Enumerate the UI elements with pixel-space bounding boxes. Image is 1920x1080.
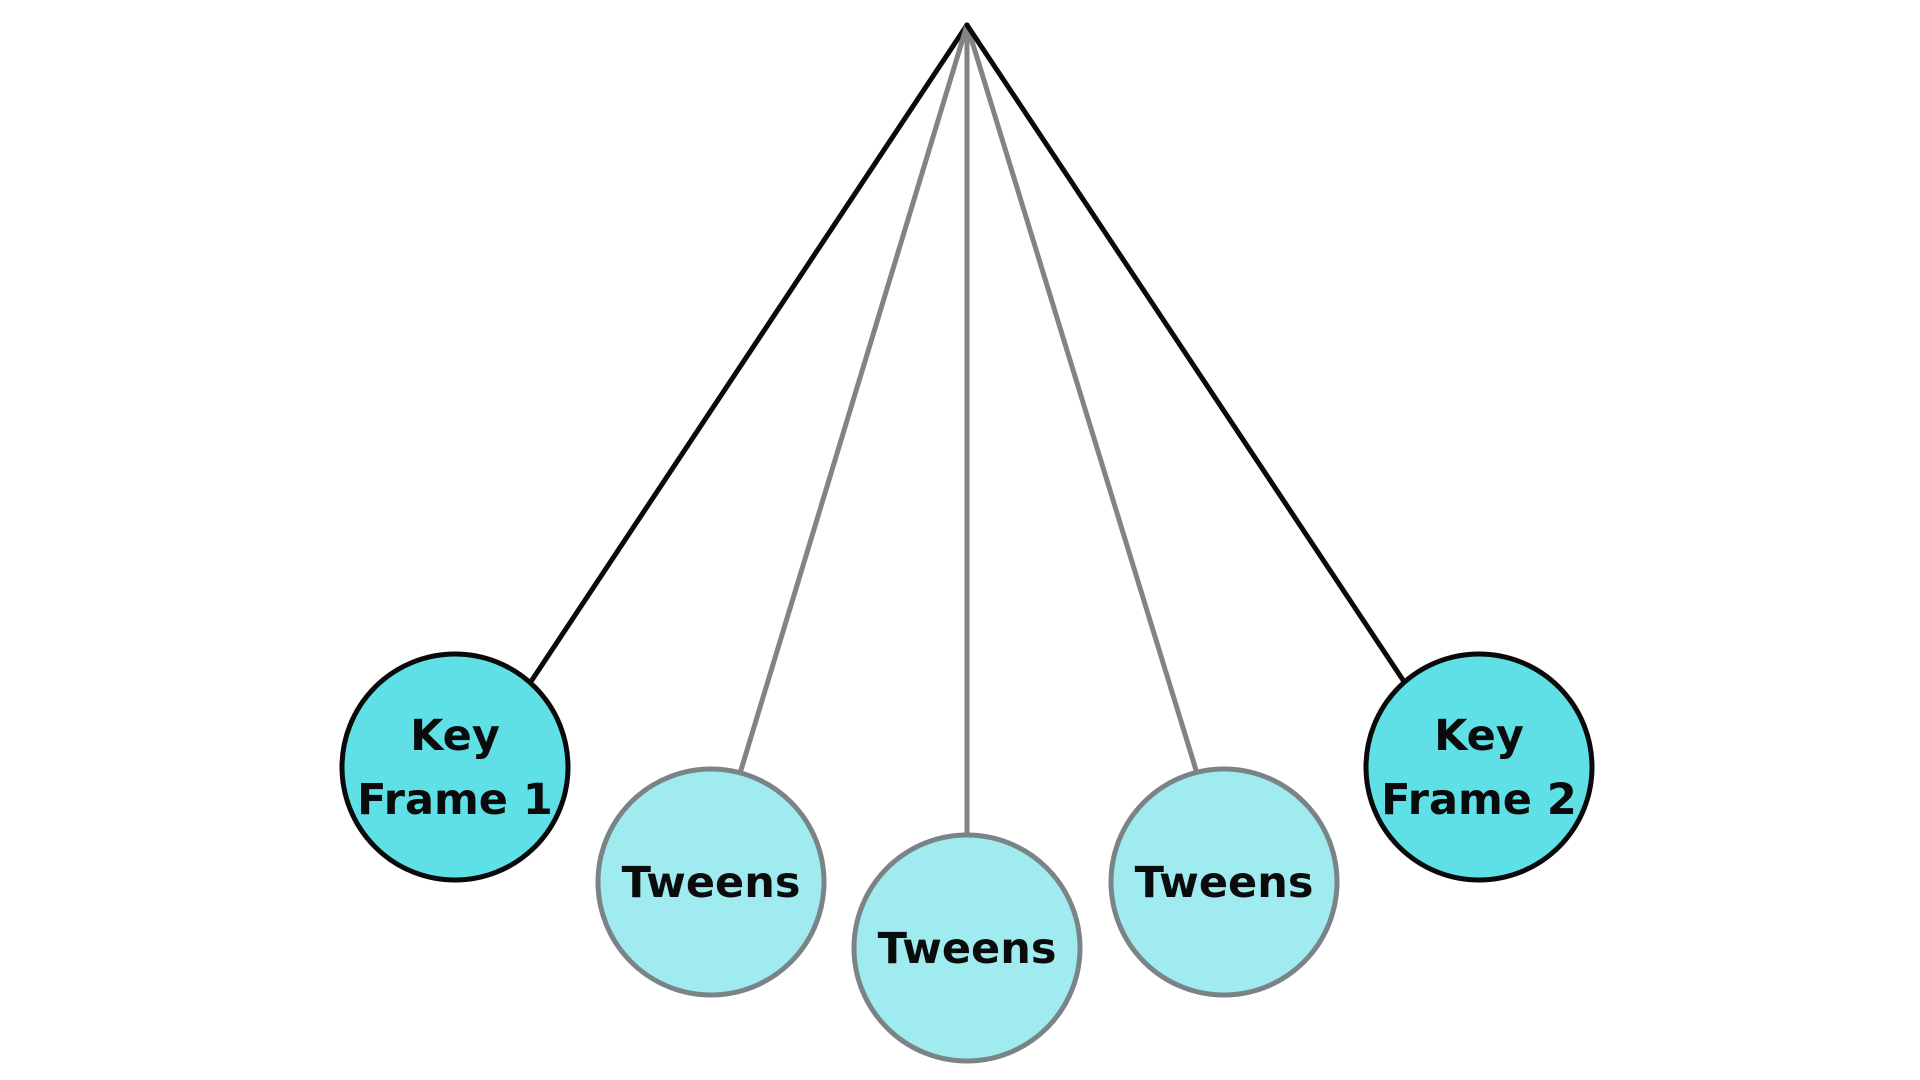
tween-3-string (964, 22, 1199, 773)
tween-1-string (738, 22, 970, 773)
tween-2-label-line: Tweens (878, 924, 1057, 974)
tween-2-circle (851, 832, 1083, 1064)
key-frame-1-string (529, 22, 970, 683)
tween-3-circle (1108, 766, 1340, 998)
pendulum-strings (529, 22, 1406, 838)
tween-1-node: Tweens (595, 766, 827, 998)
tween-1-label-line: Tweens (622, 858, 801, 908)
key-frame-2-circle (1363, 651, 1595, 883)
tween-3-label-line: Tweens (1135, 858, 1314, 908)
key-frame-2-label-line: Key (1434, 711, 1524, 761)
key-frame-1-label-line: Frame 1 (357, 775, 553, 825)
key-frame-2-label-line: Frame 2 (1381, 775, 1577, 825)
tween-1-circle (595, 766, 827, 998)
tween-2-node: Tweens (851, 832, 1083, 1064)
key-frame-2-string (964, 22, 1406, 683)
key-frame-1-circle (339, 651, 571, 883)
key-frame-1-label-line: Key (410, 711, 500, 761)
pivot-point (964, 22, 970, 28)
tween-3-node: Tweens (1108, 766, 1340, 998)
